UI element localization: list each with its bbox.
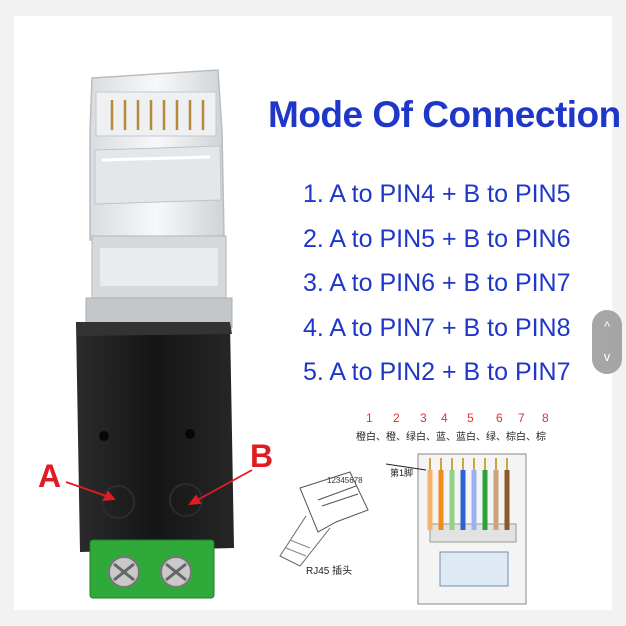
scroll-widget[interactable]: ^ v <box>592 310 622 374</box>
pin-number: 2 <box>393 411 400 425</box>
wire-color-legend: 橙白、橙、绿白、蓝、蓝白、绿、棕白、棕 <box>356 432 546 443</box>
rj45-plug <box>85 69 233 329</box>
pin-number: 8 <box>542 411 549 425</box>
pin-number: 7 <box>518 411 525 425</box>
chevron-up-icon[interactable]: ^ <box>603 319 611 334</box>
rj45-caption: RJ45 插头 <box>306 566 353 577</box>
list-item: 3. A to PIN6 + B to PIN7 <box>303 269 571 297</box>
list-item: 4. A to PIN7 + B to PIN8 <box>303 313 571 342</box>
pin-number: 5 <box>467 411 474 425</box>
rj45-pin-numbers: 12345678 <box>327 476 363 485</box>
page-title: Mode Of Connection <box>268 94 621 135</box>
terminal-b-label: B <box>250 438 274 474</box>
chevron-down-icon[interactable]: v <box>603 349 611 364</box>
pin-number: 1 <box>366 411 373 425</box>
terminal-a-label: A <box>38 458 62 494</box>
pin-number: 4 <box>441 411 448 425</box>
pin-number: 3 <box>420 411 427 425</box>
connection-mode-list: 1. A to PIN4 + B to PIN5 2. A to PIN5 + … <box>303 172 571 395</box>
screw-terminal-block <box>89 539 215 599</box>
list-item: 1. A to PIN4 + B to PIN5 <box>303 180 571 208</box>
adapter-body <box>76 322 234 552</box>
pin-number: 6 <box>496 411 503 425</box>
label-arrows <box>65 469 253 506</box>
list-item: 2. A to PIN5 + B to PIN6 <box>303 224 571 253</box>
pin1-label: 第1脚 <box>390 468 414 478</box>
list-item: 5. A to PIN2 + B to PIN7 <box>303 358 571 386</box>
pin-number-row: 1 2 3 4 5 6 7 8 <box>362 411 562 425</box>
